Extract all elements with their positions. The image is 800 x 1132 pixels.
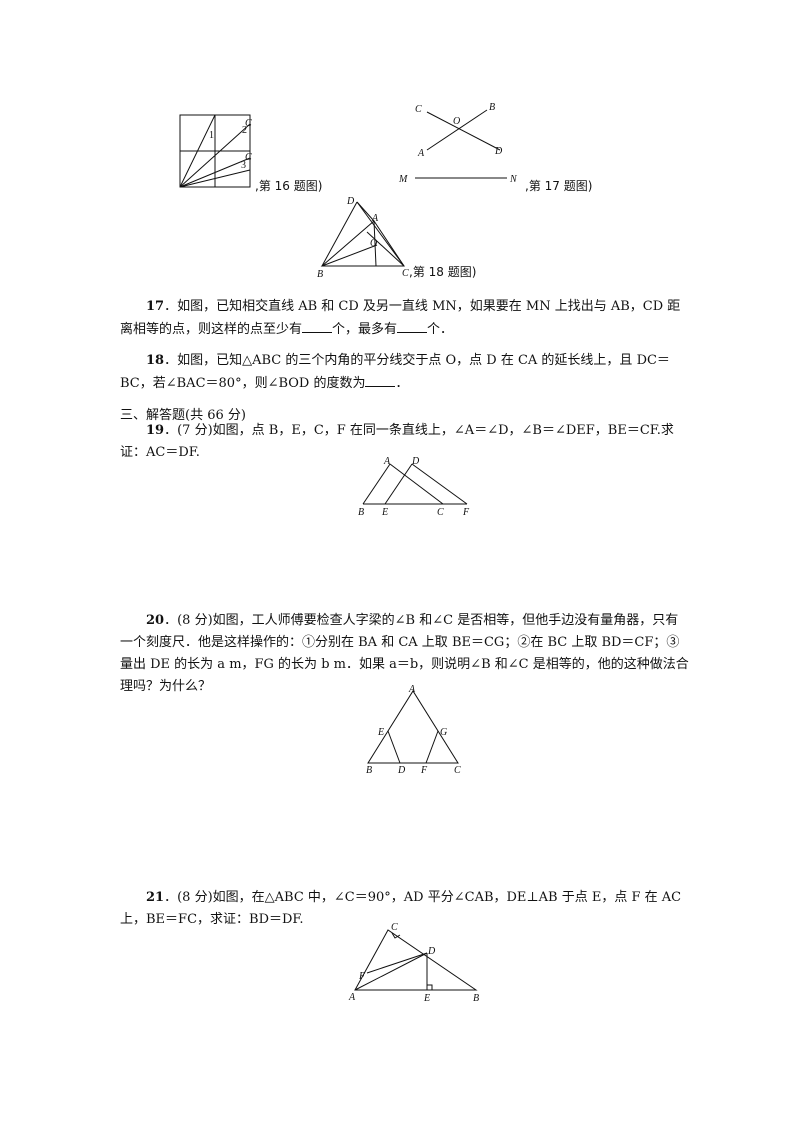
fig20-label-b: B — [366, 765, 372, 776]
q17-blank-min[interactable] — [302, 318, 333, 333]
question-20: 20．(8 分)如图，工人师傅要检查人字梁的∠B 和∠C 是否相等，但他手边没有… — [120, 610, 690, 698]
q17-number: 17 — [146, 299, 165, 314]
fig20-label-e: E — [377, 727, 384, 738]
q17-text2: 个，最多有 — [332, 322, 398, 337]
q18-number: 18 — [146, 353, 165, 368]
fig16-caption: ,第 16 题图) — [255, 179, 322, 193]
q21-number: 21 — [146, 890, 165, 905]
figure-18: D A O B C ,第 18 题图) — [317, 196, 476, 280]
fig18-label-d: D — [346, 196, 355, 207]
fig19-label-b: B — [358, 507, 364, 518]
fig18-label-b: B — [317, 269, 323, 280]
fig16-label-c2: C — [245, 152, 252, 163]
fig21-label-f: F — [358, 971, 366, 982]
fig18-label-o: O — [370, 238, 377, 249]
fig16-label-c1: C — [245, 118, 252, 129]
fig16-label-2: 2 — [242, 125, 247, 136]
q18-blank[interactable] — [365, 372, 396, 387]
fig21-label-c: C — [391, 922, 398, 933]
q17-text1: ．如图，已知相交直线 AB 和 CD 及另一直线 MN，如果要在 MN 上找出与… — [120, 299, 681, 337]
section-heading: 三、解答题(共 66 分) — [120, 408, 246, 423]
fig18-label-a: A — [371, 213, 379, 224]
question-19: 19．(7 分)如图，点 B，E，C，F 在同一条直线上，∠A＝∠D，∠B＝∠D… — [120, 420, 690, 464]
fig18-label-c: C — [402, 268, 409, 279]
fig19-label-d: D — [411, 456, 420, 467]
q20-text: ．(8 分)如图，工人师傅要检查人字梁的∠B 和∠C 是否相等，但他手边没有量角… — [120, 613, 689, 694]
fig17-label-b: B — [489, 102, 495, 113]
question-18: 18．如图，已知△ABC 的三个内角的平分线交于点 O，点 D 在 CA 的延长… — [120, 350, 690, 395]
fig17-label-n: N — [509, 174, 518, 185]
fig16-label-1: 1 — [209, 130, 214, 141]
fig16-label-3: 3 — [241, 160, 246, 171]
q17-blank-max[interactable] — [397, 318, 428, 333]
q18-text1: ．如图，已知△ABC 的三个内角的平分线交于点 O，点 D 在 CA 的延长线上… — [120, 353, 670, 391]
figure-16: 1 2 3 C C ,第 16 题图) — [179, 114, 322, 193]
fig19-label-f: F — [462, 507, 470, 518]
fig18-caption: ,第 18 题图) — [409, 265, 476, 279]
fig21-label-b: B — [473, 993, 479, 1004]
q21-text: ．(8 分)如图，在△ABC 中，∠C＝90°，AD 平分∠CAB，DE⊥AB … — [120, 890, 682, 927]
figure-17: C B O A D M N ,第 17 题图) — [398, 102, 592, 193]
fig17-label-d: D — [494, 146, 503, 157]
fig20-label-a: A — [408, 684, 416, 695]
fig19-label-c: C — [437, 507, 444, 518]
question-17: 17．如图，已知相交直线 AB 和 CD 及另一直线 MN，如果要在 MN 上找… — [120, 296, 690, 341]
fig17-label-o: O — [453, 116, 460, 127]
fig21-label-e: E — [423, 993, 430, 1004]
q20-number: 20 — [146, 613, 165, 628]
fig19-label-e: E — [381, 507, 388, 518]
fig21-label-a: A — [348, 992, 356, 1003]
fig20-label-d: D — [397, 765, 406, 776]
figure-19: A D B E C F — [358, 456, 470, 518]
fig17-label-m: M — [398, 174, 408, 185]
figure-20: A E G B D F C — [366, 684, 461, 776]
q17-text3: 个． — [427, 322, 454, 337]
q19-number: 19 — [146, 423, 165, 438]
question-21: 21．(8 分)如图，在△ABC 中，∠C＝90°，AD 平分∠CAB，DE⊥A… — [120, 887, 690, 931]
q19-text: ．(7 分)如图，点 B，E，C，F 在同一条直线上，∠A＝∠D，∠B＝∠DEF… — [120, 423, 674, 460]
fig20-label-g: G — [440, 727, 447, 738]
fig20-label-f: F — [420, 765, 428, 776]
fig17-caption: ,第 17 题图) — [525, 179, 592, 193]
fig19-label-a: A — [383, 456, 391, 467]
fig17-label-c: C — [415, 104, 422, 115]
figure-21: C D F A E B — [348, 922, 479, 1004]
q18-text2: ． — [395, 376, 409, 391]
fig20-label-c: C — [454, 765, 461, 776]
fig17-label-a: A — [417, 148, 425, 159]
fig21-label-d: D — [427, 946, 436, 957]
